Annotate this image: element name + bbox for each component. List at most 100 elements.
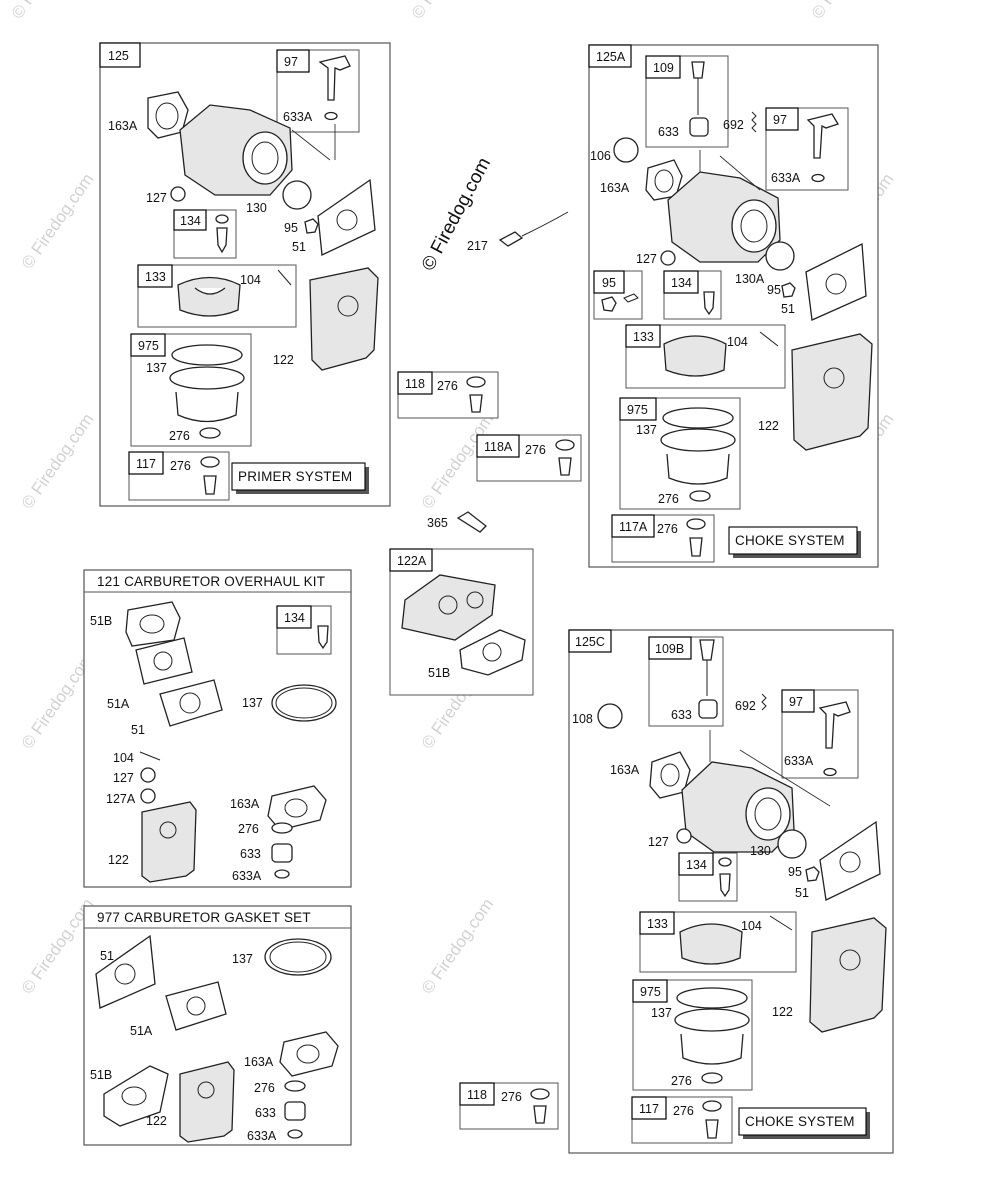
kit-977: 977 CARBURETOR GASKET SET 51 51A 137 51B… [83,905,352,1146]
kit-121: 121 CARBURETOR OVERHAUL KIT 51B 51A 51 1… [83,569,352,888]
diagram-shape [686,518,706,530]
diagram-shape [759,331,779,347]
diagram-shape [645,55,681,79]
diagram-shape [678,852,714,876]
part-number-label: 163A [230,797,260,811]
diagram-shape [271,843,293,863]
section-125A: 125A 109 633 692 97 633A 106 163A 127 13… [588,44,879,568]
part-tag-label: 125A [596,50,626,64]
diagram-shape [194,287,226,295]
diagram-shape [718,857,732,867]
diagram-shape [103,1065,169,1127]
part-number-label: 51A [130,1024,153,1038]
watermark: © Firedog.com [418,895,498,997]
part-number-label: 163A [244,1055,274,1069]
kit-977-title: 977 CARBURETOR GASKET SET [97,910,311,925]
diagram-shape [128,451,164,475]
part-number-label: 276 [658,492,679,506]
part-number-label: 137 [232,952,253,966]
part-tag-label: 97 [773,113,787,127]
part-number-label: 163A [610,763,640,777]
part-number-label: 51B [90,614,112,628]
box-118A: 118A 276 [476,434,582,482]
part-tag-label: 95 [602,276,616,290]
part-number-label: 104 [741,919,762,933]
diagram-shape [805,866,820,882]
part-tag-label: 117A [619,520,648,534]
diagram-shape [533,1105,547,1124]
diagram-shape [276,605,312,629]
part-number-label: 633 [658,125,679,139]
gasket-51 [317,178,376,256]
diagram-shape [623,293,639,303]
diagram-shape [619,397,657,421]
diagram-shape [216,227,228,254]
diagram-shape [818,701,851,749]
diagram-shape [318,55,351,101]
diagram-shape [568,629,612,653]
part-tag-label: 975 [138,339,159,353]
diagram-shape [175,391,239,423]
diagram-shape [173,209,207,231]
diagram-shape [611,514,655,538]
diagram-shape [159,679,223,727]
part-tag-label: 133 [647,917,668,931]
diagram-shape [809,917,887,1033]
diagram-shape [95,934,156,1009]
diagram-shape [284,1080,306,1092]
diagram-shape [269,941,327,973]
part-number-label: 104 [113,751,134,765]
part-number-label: 51B [90,1068,112,1082]
part-number-label: 217 [467,239,488,253]
diagram-shape [702,1100,722,1112]
diagram-shape [660,428,736,452]
part-number-label: 633A [283,110,313,124]
diagram-shape [401,574,496,641]
diagram-shape [662,407,734,429]
diagram-shape [200,456,220,468]
part-number-label: 633A [247,1129,277,1143]
diagram-shape [781,689,815,713]
diagram-shape [141,801,197,883]
diagram-shape [137,264,173,288]
part-number-label: 127A [106,792,136,806]
part-number-label: 692 [723,118,744,132]
diagram-shape [274,869,290,879]
part-number-label: 127 [648,835,669,849]
diagram-shape [558,457,572,476]
diagram-shape [170,186,186,202]
diagram-shape [680,1033,744,1065]
diagram-shape [277,269,292,286]
diagram-shape [593,270,625,294]
diagram-shape [140,788,156,804]
section-125: 125 97 633A 163A 127 130 134 95 51 [99,42,391,507]
part-number-label: 633 [240,847,261,861]
box-118-bottom: 118 276 [459,1082,559,1130]
part-number-label: 106 [590,149,611,163]
diagram-shape [438,595,458,615]
part-tag-label: 133 [145,270,166,284]
watermark: © Firedog.com [18,410,98,512]
diagram-shape [719,873,731,898]
part-tag-label: 117 [136,457,156,471]
part-tag-label: 134 [284,611,305,625]
part-number-label: 692 [735,699,756,713]
watermark: © Firedog.com [808,0,888,22]
box-122A: 122A 51B [389,548,534,696]
diagram-shape [823,367,845,389]
diagram-shape [397,371,433,395]
part-tag-label: 109B [655,642,684,656]
diagram-shape [769,915,793,931]
diagram-shape [271,684,337,722]
diagram-shape [597,703,623,729]
diagram-shape [279,1031,339,1077]
part-number-label: 276 [525,443,546,457]
diagram-shape [271,822,293,834]
part-number-label: 130A [735,272,765,286]
part-number-label: 127 [113,771,134,785]
part-number-label: 633 [671,708,692,722]
part-number-label: 633A [232,869,262,883]
diagram-shape [284,798,308,818]
part-number-label: 51 [795,886,809,900]
